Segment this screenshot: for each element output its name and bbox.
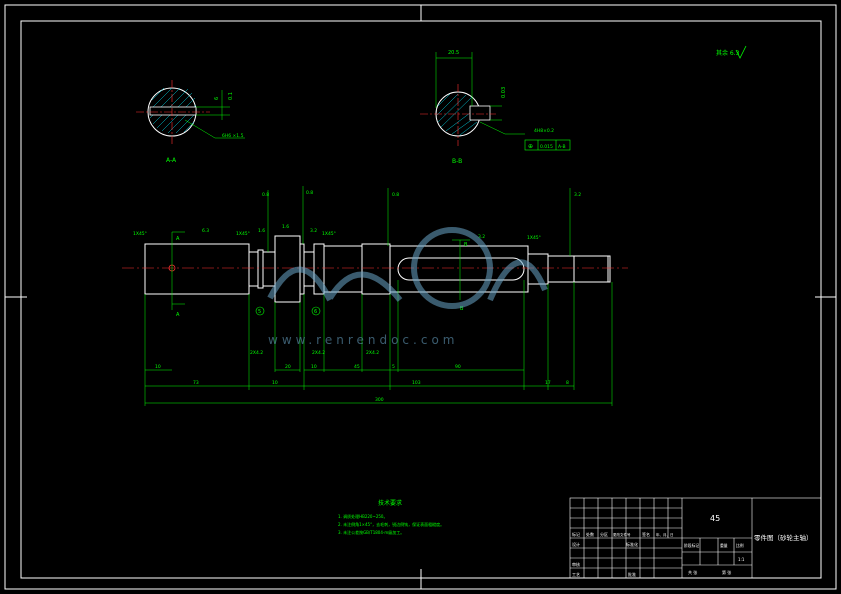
roughness-1: 6.3 — [202, 228, 209, 234]
section-a-dim-a: 6 — [214, 97, 220, 100]
dim-8: 8 — [566, 380, 569, 386]
section-a-a: 6 0.1 6H6 ×1.5 A-A — [136, 80, 245, 164]
dim-10a: 10 — [155, 364, 161, 370]
tech-line-1: 1. 调质处理HB220~250。 — [338, 513, 387, 519]
th-change: 更改文件号 — [613, 532, 631, 537]
dim-90: 90 — [455, 364, 461, 370]
part-name: 零件图（砂轮主轴） — [754, 533, 813, 542]
balloon-5: 5 — [258, 309, 261, 315]
watermark: www.renrendoc.com — [267, 227, 548, 347]
chamfer-1: 1X45° — [133, 231, 147, 237]
dim-45: 45 — [354, 364, 360, 370]
title-block — [569, 497, 822, 579]
roughness-8: 3.2 — [574, 192, 581, 198]
dim-10b: 10 — [272, 380, 278, 386]
dimension-values: 10 73 10 20 10 45 5 90 17 8 103 300 — [155, 364, 569, 403]
section-b-tol-symbol: ⊕ — [528, 143, 533, 150]
th-mark: 标记 — [572, 531, 580, 537]
stage-weight: 重量 — [720, 543, 728, 548]
tech-requirements: 技术要求 1. 调质处理HB220~250。 2. 未注倒角1×45°，去毛刺，… — [338, 499, 444, 535]
roughness-9: 3.2 — [478, 234, 485, 240]
th-count: 处数 — [586, 531, 594, 537]
roughness-3: 1.6 — [282, 224, 289, 230]
role-review: 审核 — [572, 561, 580, 567]
shaft-leaders — [171, 186, 571, 310]
roughness-2: 1.6 — [258, 228, 265, 234]
roughness-5: 0.8 — [262, 192, 269, 198]
groove-1: 2X4.2 — [250, 350, 263, 356]
dim-73: 73 — [193, 380, 199, 386]
roughness-7: 0.8 — [392, 192, 399, 198]
approve: 批准 — [628, 571, 636, 577]
section-b-dim-b: 0.03 — [501, 87, 507, 98]
tech-line-3: 3. 未注公差按GB/T1804-m级加工。 — [338, 529, 404, 535]
balloon-6: 6 — [314, 309, 317, 315]
dim-20: 20 — [285, 364, 291, 370]
surface-finish-note: 其余 6.3 — [716, 45, 747, 59]
section-b-leader: 4H8×0.2 — [534, 128, 554, 134]
dim-10c: 10 — [311, 364, 317, 370]
chamfer-3: 1X45° — [322, 231, 336, 237]
groove-3: 2X4.2 — [366, 350, 379, 356]
section-mark-a: A — [176, 236, 180, 242]
dimension-chain — [144, 280, 613, 406]
datum-a: A — [176, 312, 180, 318]
th-sign: 签名 — [642, 531, 650, 537]
dim-overall: 300 — [375, 397, 384, 403]
balloons: 5 6 — [255, 306, 321, 316]
section-b-b: 20.5 0.03 4H8×0.2 ⊕ 0.015 A-B B-B — [420, 50, 571, 165]
surface-finish-text: 其余 6.3 — [716, 49, 740, 57]
dim-103: 103 — [412, 380, 421, 386]
roughness-6: 0.8 — [306, 190, 313, 196]
watermark-text: www.renrendoc.com — [268, 333, 458, 347]
roughness-4: 3.2 — [310, 228, 317, 234]
dim-17: 17 — [545, 380, 551, 386]
material-label: 45 — [710, 514, 720, 523]
section-a-label: A-A — [166, 157, 177, 164]
groove-2: 2X4.2 — [312, 350, 325, 356]
section-b-tol-datum: A-B — [558, 144, 566, 150]
scale-value: 1:1 — [738, 557, 745, 562]
chamfer-annotations: 1X45° 1X45° 1X45° 1X45° — [133, 231, 541, 241]
sheet-total: 共 张 — [688, 569, 697, 575]
section-b-dim-a: 20.5 — [448, 50, 459, 56]
standardization: 标准化 — [626, 541, 638, 547]
section-mark-b: B — [464, 242, 468, 248]
tech-line-2: 2. 未注倒角1×45°，去毛刺，锐边倒钝，保证表面粗糙度。 — [338, 521, 444, 527]
role-design: 设计 — [572, 541, 580, 547]
stage-scale: 比例 — [736, 543, 744, 548]
th-date: 年、月、日 — [656, 532, 674, 537]
roughness-symbols: 6.3 1.6 1.6 3.2 0.8 0.8 0.8 3.2 3.2 — [202, 190, 581, 240]
th-zone: 分区 — [600, 531, 608, 537]
dim-5: 5 — [392, 364, 395, 370]
datum-b: B — [460, 306, 464, 312]
chamfer-2: 1X45° — [236, 231, 250, 237]
sheet-current: 第 张 — [722, 569, 731, 575]
section-b-label: B-B — [452, 158, 462, 165]
section-a-leader: 6H6 ×1.5 — [222, 133, 244, 139]
title-block-text: 45 零件图（砂轮主轴） 标记 处数 分区 更改文件号 签名 年、月、日 设计 … — [572, 514, 813, 577]
stage-mark: 阶段标记 — [684, 543, 699, 548]
sheet-border — [4, 4, 837, 590]
section-b-tol-value: 0.015 — [540, 144, 553, 150]
role-process: 工艺 — [572, 572, 580, 577]
chamfer-4: 1X45° — [527, 235, 541, 241]
tech-title: 技术要求 — [378, 499, 402, 507]
section-a-dim-b: 0.1 — [228, 92, 234, 100]
